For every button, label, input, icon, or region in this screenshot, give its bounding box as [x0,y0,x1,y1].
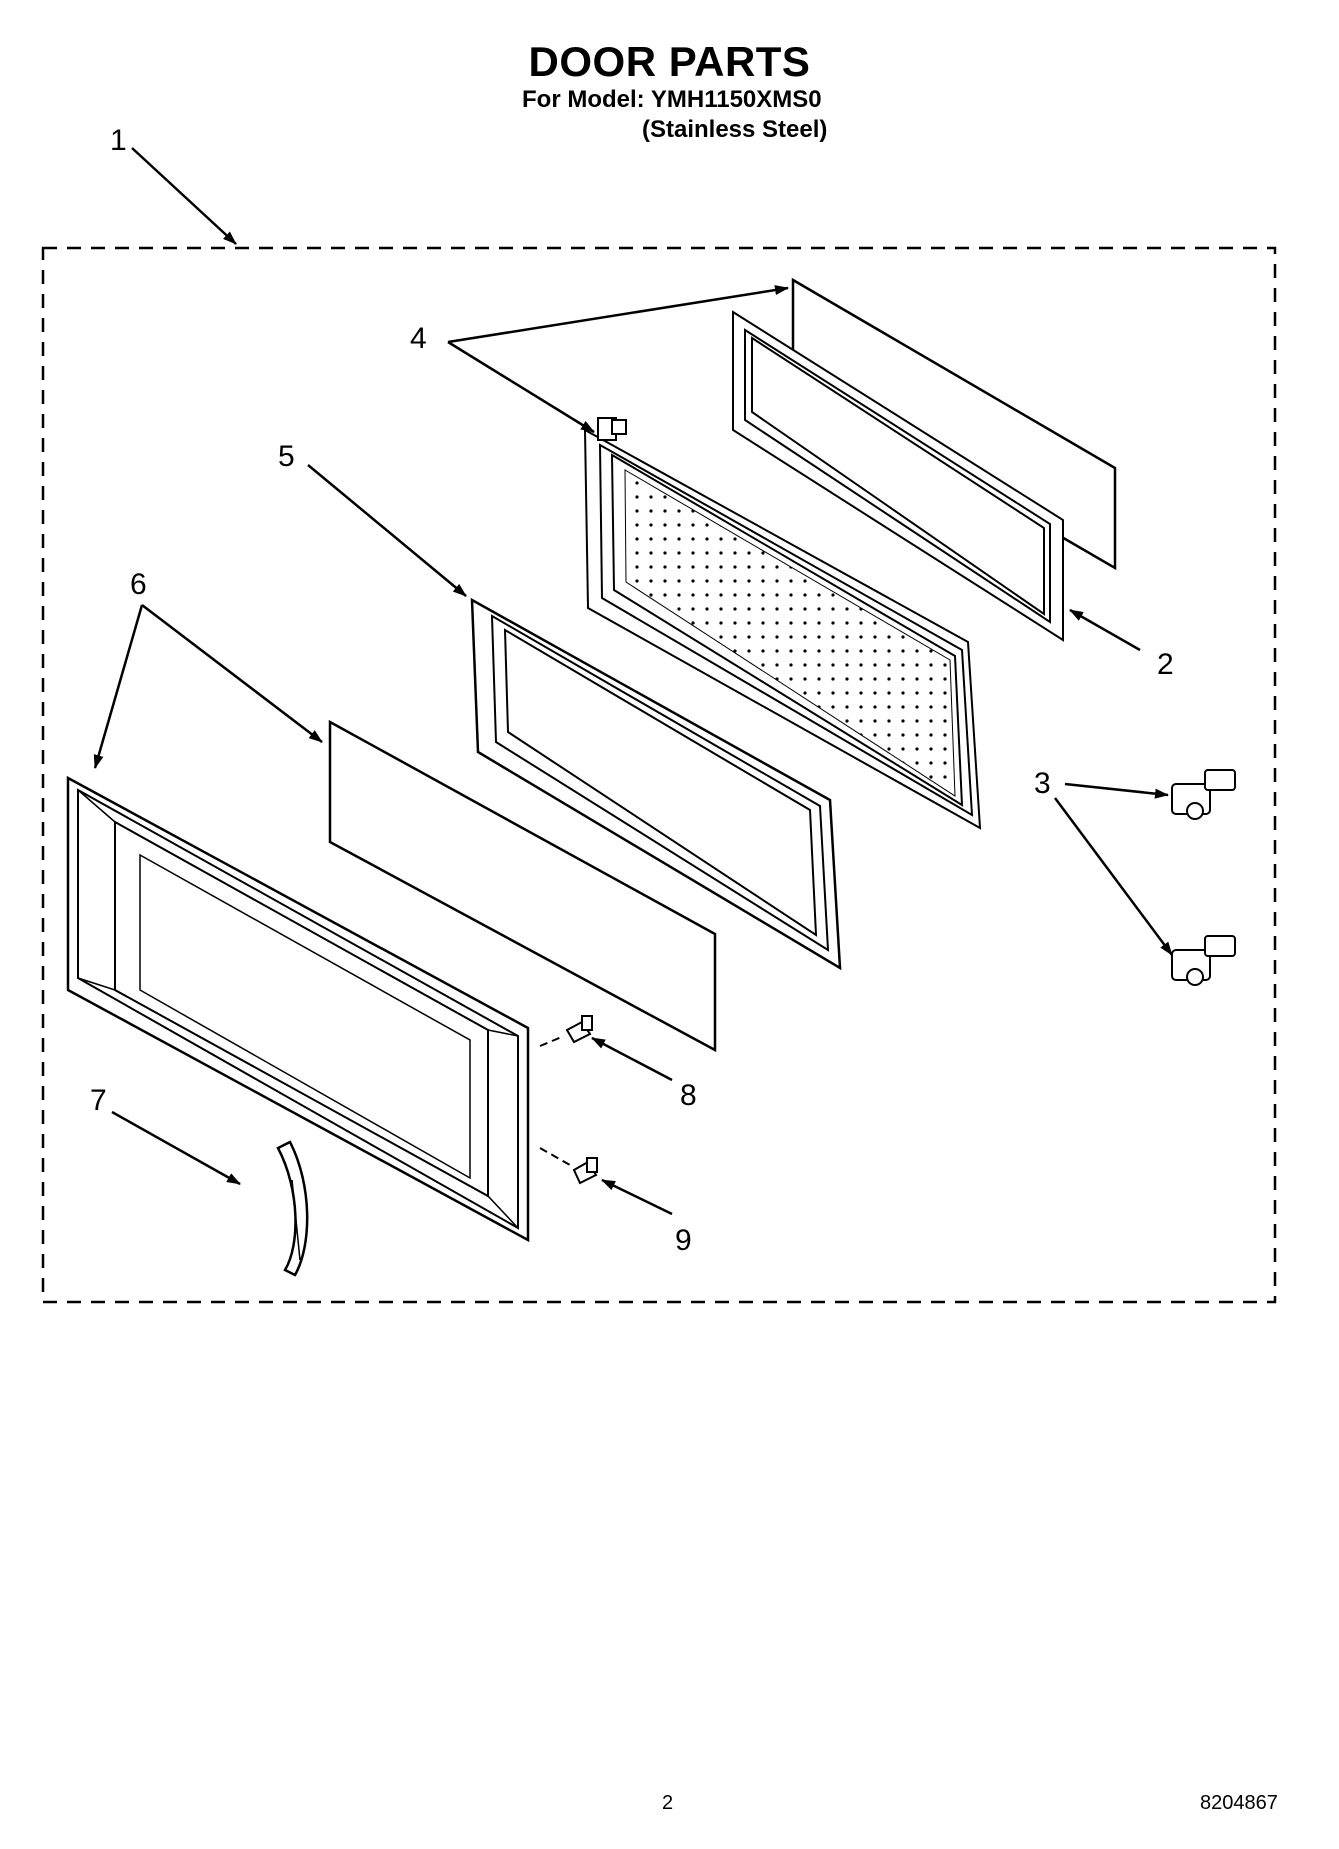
finish-label: (Stainless Steel) [642,116,828,143]
part-3-hinges [1171,769,1236,986]
callout-7: 7 [90,1084,107,1117]
assembly-boundary [41,246,1277,1304]
callout-5: 5 [278,440,295,473]
part-9-screw [572,1157,598,1185]
callout-1: 1 [110,124,127,157]
page-number: 2 [662,1792,674,1814]
callout-8: 8 [680,1079,697,1112]
callout-9: 9 [675,1224,692,1257]
part-2-inner-frame [732,277,1117,642]
part-6-glass-panel [328,719,717,1053]
part-4-inner-panel [583,417,982,830]
page-title: DOOR PARTS [528,38,811,85]
callout-3: 3 [1034,767,1051,800]
callout-2: 2 [1157,648,1174,681]
part-6-outer-door [66,775,530,1243]
leader-lines [93,147,1174,1216]
part-8-screw [565,1015,593,1044]
callout-6: 6 [130,568,147,601]
model-label: For Model: YMH1150XMS0 [522,86,822,113]
part-7-handle [276,1140,309,1277]
part-5-seal-frame [470,597,842,971]
document-number: 8204867 [1200,1792,1278,1814]
callout-4: 4 [410,322,427,355]
